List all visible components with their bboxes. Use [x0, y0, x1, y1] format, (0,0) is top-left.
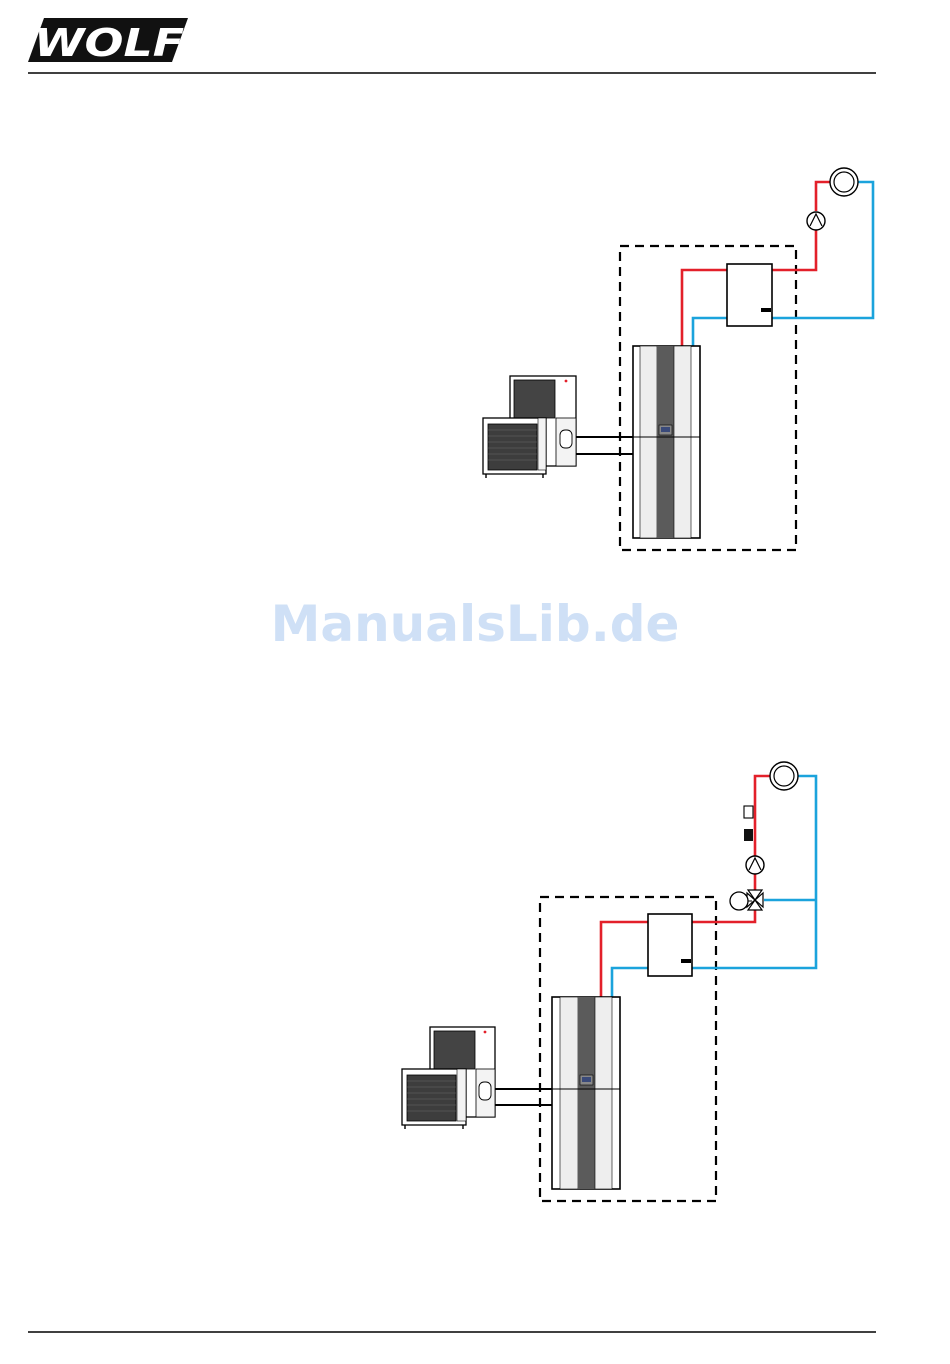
flow-pipe-circuit — [692, 910, 755, 922]
wolf-logo-text: WOLF — [34, 21, 184, 65]
return-pipe-circuit — [772, 182, 873, 318]
heating-circuit-icon — [770, 762, 798, 790]
return-pipe — [693, 318, 727, 346]
indoor-unit — [552, 997, 620, 1189]
flow-sensor — [744, 829, 753, 841]
return-pipe — [612, 968, 648, 997]
buffer-tank-sensor — [681, 959, 691, 963]
wolf-logo: WOLF — [28, 18, 188, 65]
buffer-tank — [727, 264, 772, 326]
outdoor-unit-front — [483, 418, 546, 478]
flow-pipe — [601, 922, 648, 997]
circulation-pump — [746, 856, 764, 874]
temperature-limiter — [744, 806, 753, 818]
circulation-pump — [807, 212, 825, 230]
buffer-tank-sensor — [761, 308, 771, 312]
scheme-2 — [402, 762, 816, 1201]
indoor-unit — [633, 346, 700, 538]
flow-pipe-to-load — [755, 776, 770, 857]
watermark: ManualsLib.de — [0, 595, 950, 653]
outdoor-unit-front — [402, 1069, 466, 1129]
buffer-tank — [648, 914, 692, 976]
mixing-valve — [747, 890, 763, 910]
heating-circuit-icon — [830, 168, 858, 196]
scheme-1 — [483, 168, 873, 550]
flow-pipe — [682, 270, 727, 346]
flow-pipe-circuit — [772, 230, 816, 270]
flow-pipe-to-load — [816, 182, 830, 211]
